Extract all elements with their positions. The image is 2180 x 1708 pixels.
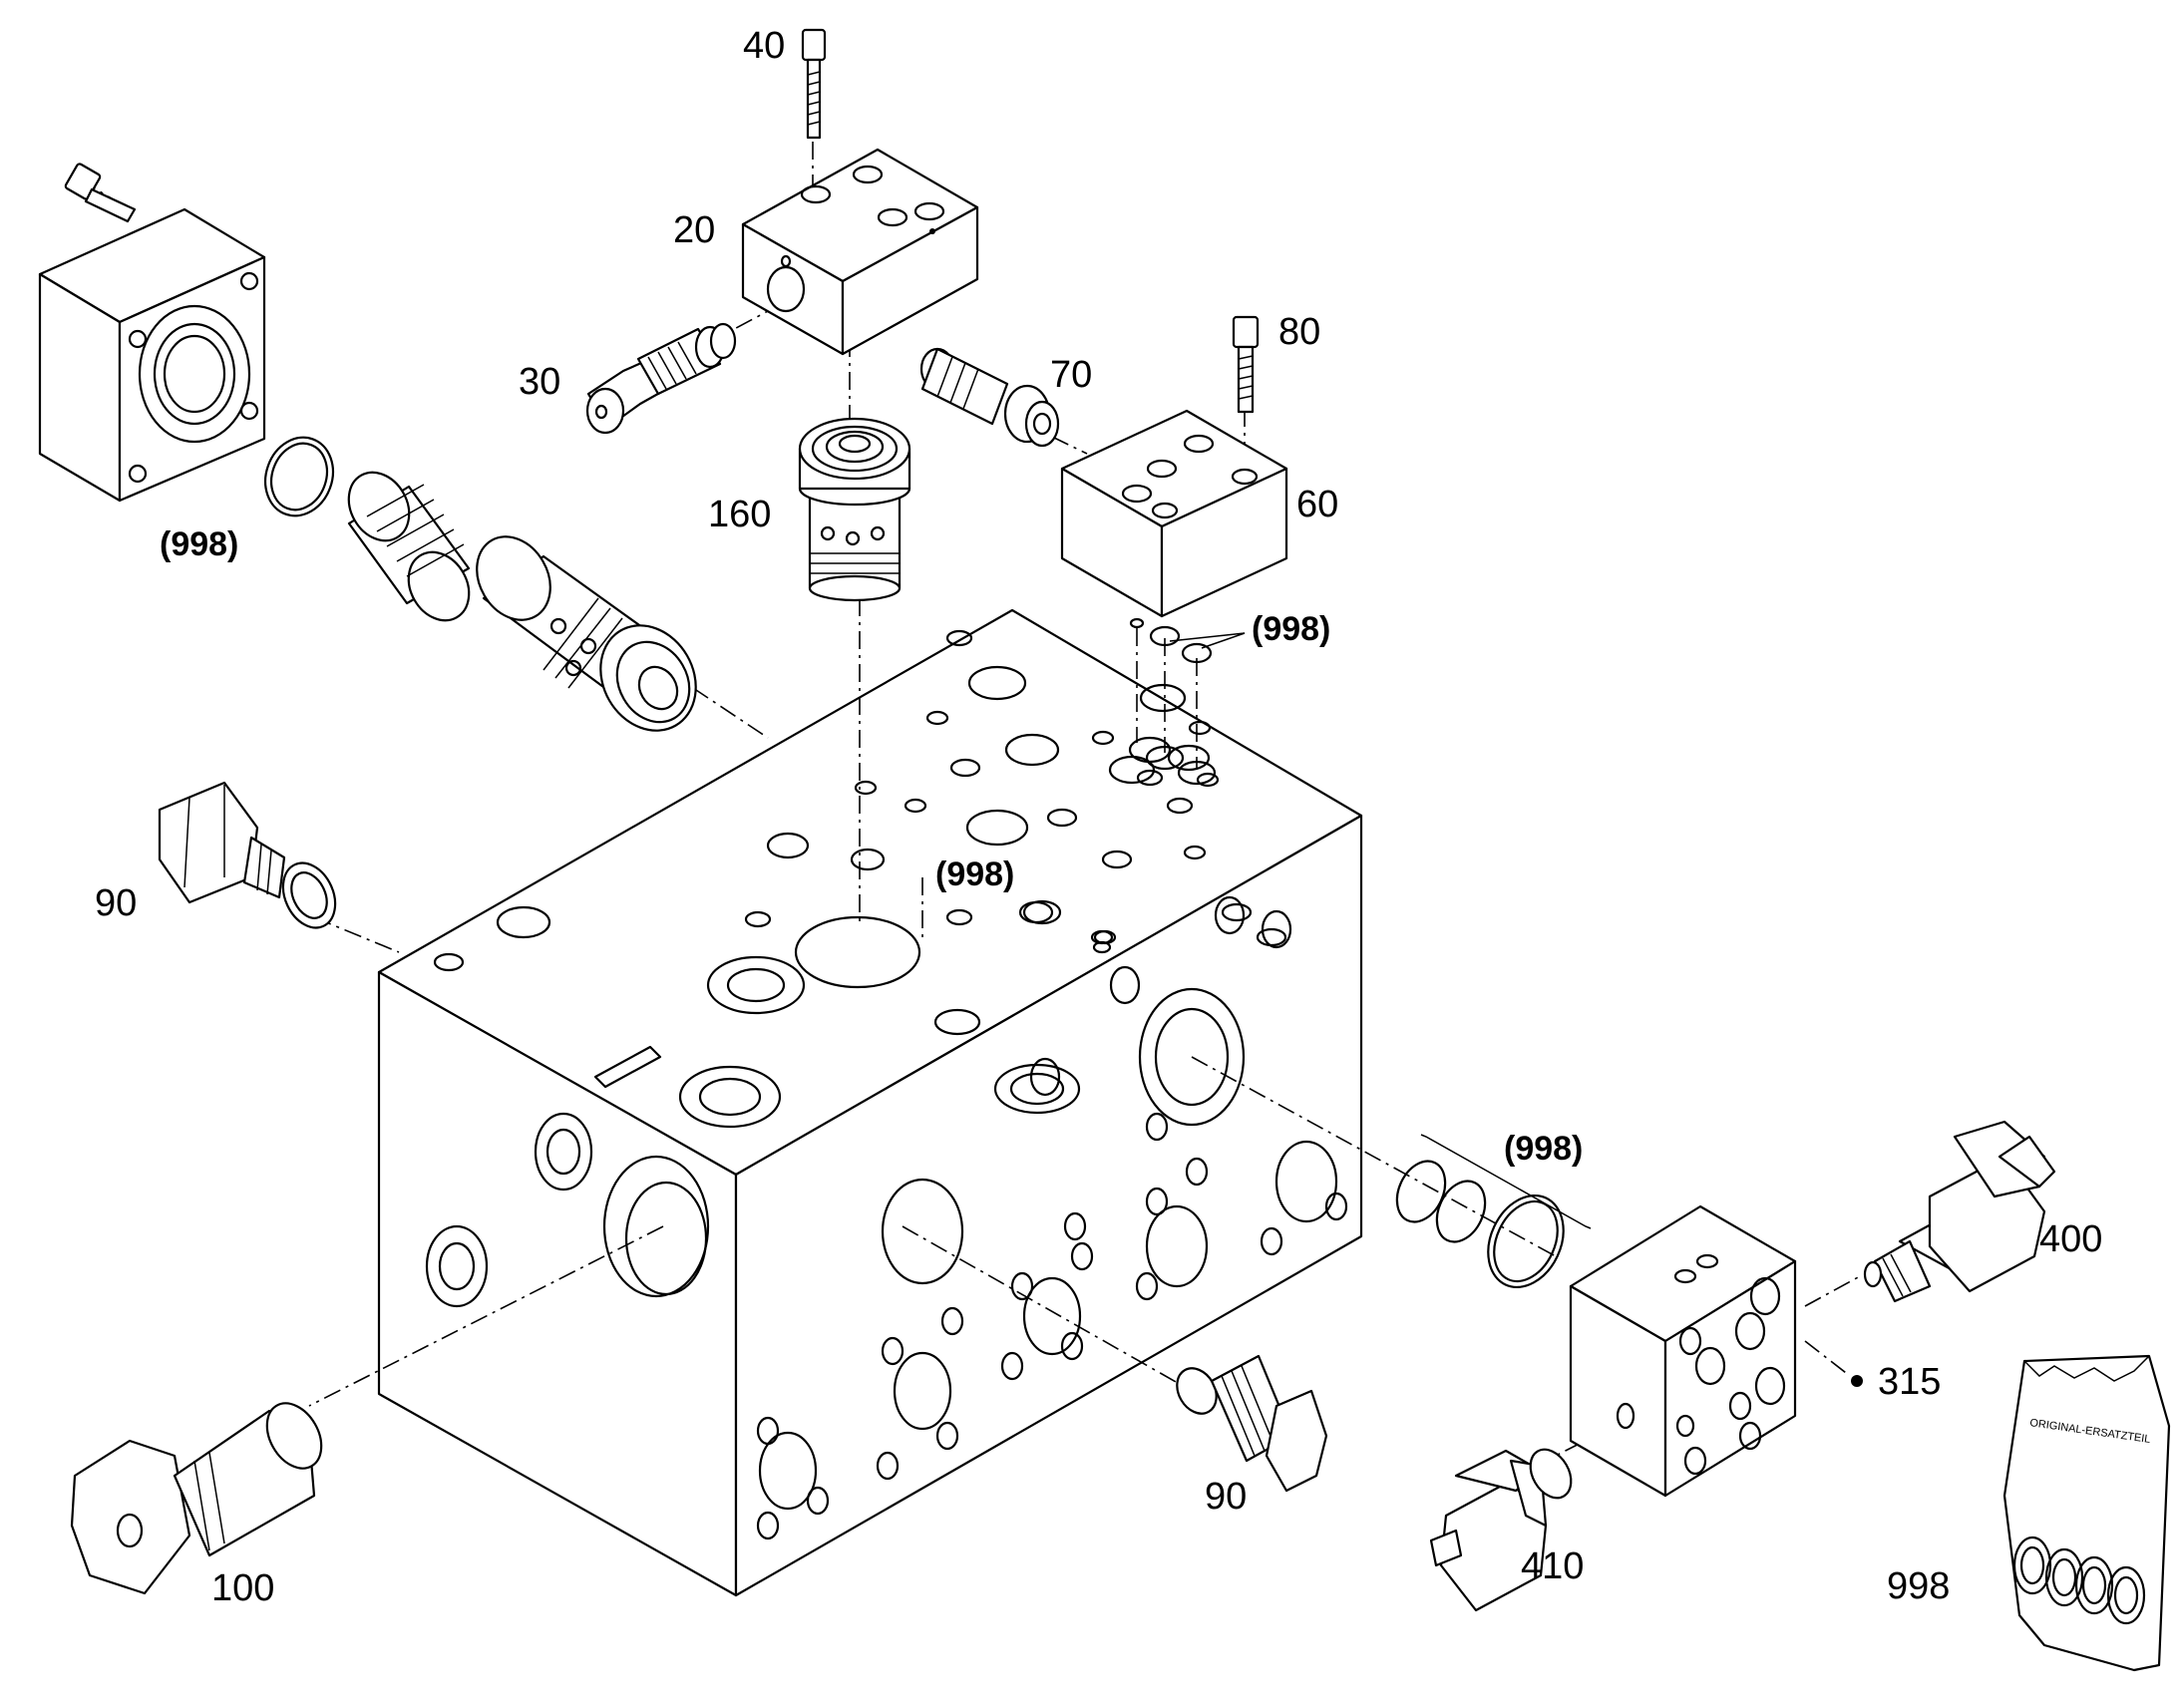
part-60-block: [1060, 409, 1288, 618]
part-400-solenoid-valve: [1863, 1120, 2056, 1303]
seal-rings-998-d: [1395, 1134, 1592, 1289]
label-400: 400: [2039, 1218, 2102, 1260]
label-998-kit: 998: [1887, 1565, 1950, 1607]
part-40-bolt: [801, 28, 827, 140]
label-315: 315: [1878, 1361, 1941, 1403]
part-100-valve: [70, 1402, 323, 1595]
label-20: 20: [673, 209, 715, 251]
part-30-cartridge: [585, 322, 737, 435]
part-410-solenoid: [1429, 1448, 1573, 1612]
label-30: 30: [519, 361, 560, 403]
part-20-pilot-block: [741, 148, 979, 356]
label-90-right: 90: [1205, 1476, 1247, 1518]
label-998-b: (998): [1252, 610, 1330, 648]
label-80: 80: [1278, 311, 1320, 353]
label-160: 160: [708, 494, 771, 535]
solenoid-block: [1569, 1204, 1797, 1498]
cover-plate-top-left: [38, 163, 266, 503]
label-90-left: 90: [95, 882, 137, 924]
label-998-c: (998): [935, 855, 1014, 893]
spool-cartridge: [476, 535, 697, 732]
label-40: 40: [743, 25, 785, 67]
part-90-plug-right: [1176, 1354, 1328, 1493]
seal-ring-998-a: [264, 436, 334, 517]
main-valve-block: [377, 608, 1363, 1597]
part-70-cartridge: [919, 347, 1060, 448]
spring: [347, 471, 471, 622]
seal-rings-998-b: [1129, 617, 1246, 786]
part-998-seal-kit-bag: ORIGINAL-ERSATZTEIL: [2002, 1354, 2171, 1672]
label-410: 410: [1521, 1545, 1584, 1587]
label-998-d: (998): [1504, 1130, 1583, 1168]
part-90-plug-left: [158, 781, 337, 929]
label-100: 100: [211, 1567, 274, 1609]
callout-labels: 40 20 30 80 70 60 160 (998) (998) (998) …: [95, 25, 2102, 1609]
label-998-a: (998): [160, 525, 238, 563]
part-80-bolt: [1232, 315, 1260, 414]
label-70: 70: [1050, 354, 1092, 396]
label-60: 60: [1296, 484, 1338, 525]
part-160-cartridge-valve: [798, 417, 911, 602]
part-315-ball: [1851, 1375, 1863, 1387]
